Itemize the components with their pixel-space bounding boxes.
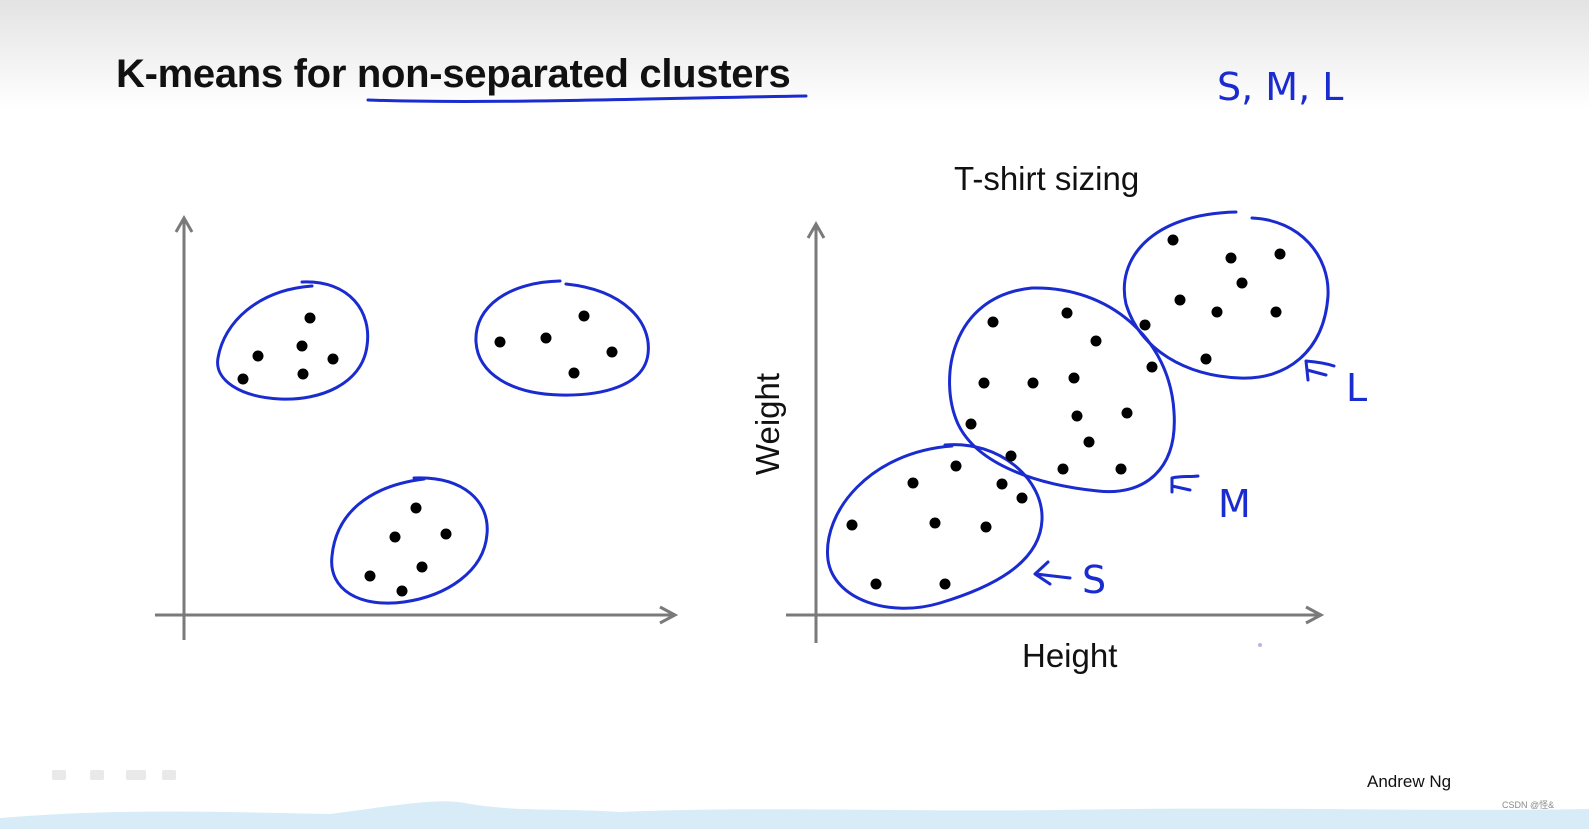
right-x-arrowhead: [1305, 605, 1325, 625]
tshirt-cluster-data-point: [1068, 372, 1080, 384]
tshirt-cluster-data-point: [1005, 450, 1017, 462]
right-y-arrowhead: [806, 220, 826, 239]
tshirt-cluster-data-point: [1016, 492, 1028, 504]
tshirt-cluster-data-point: [1083, 436, 1095, 448]
watermark: CSDN @怪&: [1502, 800, 1555, 810]
left-cluster-data-point: [568, 367, 580, 379]
tshirt-cluster-data-point: [978, 377, 990, 389]
left-cluster-data-point: [296, 340, 308, 352]
right-plot-caption: T-shirt sizing: [954, 160, 1140, 197]
title-underline: [366, 94, 808, 103]
tshirt-cluster-data-point: [1274, 248, 1286, 260]
right-plot-axes: [786, 220, 1325, 643]
tshirt-cluster-data-point: [1236, 277, 1248, 289]
left-cluster-data-point: [578, 310, 590, 322]
left-cluster-data-point: [410, 502, 422, 514]
left-cluster-data-point: [297, 368, 309, 380]
tshirt-cluster-data-point: [1174, 294, 1186, 306]
tshirt-cluster-data-point: [996, 478, 1008, 490]
author-credit: Andrew Ng: [1367, 772, 1452, 791]
handwritten-sizes-note: S, M, L: [1217, 65, 1343, 109]
left-cluster-data-point: [364, 570, 376, 582]
left-cluster-data-point: [416, 561, 428, 573]
left-cluster-data-point: [389, 531, 401, 543]
bottom-wave: [0, 801, 1589, 829]
arrow-to-medium: [1170, 474, 1200, 494]
label-medium: M: [1218, 482, 1251, 526]
tshirt-cluster-data-point: [907, 477, 919, 489]
left-cluster-data-point: [304, 312, 316, 324]
arrow-to-small: [1033, 560, 1072, 586]
tshirt-cluster-data-point: [929, 517, 941, 529]
slide-title: K-means for non-separated clusters: [116, 52, 791, 96]
tshirt-cluster-data-point: [1071, 410, 1083, 422]
left-cluster-outline: [474, 279, 650, 397]
left-cluster-data-point: [327, 353, 339, 365]
tshirt-cluster-data-point: [1167, 234, 1179, 246]
left-cluster-outline: [216, 280, 370, 401]
left-cluster-data-point: [252, 350, 264, 362]
tshirt-cluster-data-point: [870, 578, 882, 590]
tshirt-cluster-data-point: [1121, 407, 1133, 419]
video-controls-ghost: [52, 768, 192, 784]
left-cluster-data-point: [494, 336, 506, 348]
tshirt-cluster-data-point: [980, 521, 992, 533]
label-small: S: [1082, 558, 1106, 602]
tshirt-cluster-data-point: [965, 418, 977, 430]
label-large: L: [1346, 366, 1367, 410]
left-cluster-data-point: [440, 528, 452, 540]
left-plot-points: [237, 310, 618, 597]
left-plot-axes: [155, 214, 679, 640]
tshirt-cluster-data-point: [1115, 463, 1127, 475]
left-cluster-outlines: [216, 279, 650, 605]
tshirt-cluster-data-point: [939, 578, 951, 590]
cluster-outline-small: [826, 443, 1044, 610]
tshirt-cluster-data-point: [1200, 353, 1212, 365]
tshirt-cluster-data-point: [1211, 306, 1223, 318]
tshirt-cluster-data-point: [1146, 361, 1158, 373]
stray-dot: [1258, 643, 1262, 647]
tshirt-cluster-data-point: [846, 519, 858, 531]
tshirt-cluster-data-point: [1061, 307, 1073, 319]
left-cluster-data-point: [606, 346, 618, 358]
arrow-to-large: [1304, 359, 1336, 382]
left-cluster-data-point: [540, 332, 552, 344]
tshirt-cluster-data-point: [1270, 306, 1282, 318]
tshirt-cluster-data-point: [1139, 319, 1151, 331]
tshirt-cluster-data-point: [987, 316, 999, 328]
right-plot-points: [846, 234, 1286, 590]
left-y-arrowhead: [174, 214, 194, 233]
cluster-annotations: S M L: [1033, 359, 1367, 602]
left-cluster-data-point: [237, 373, 249, 385]
left-x-arrowhead: [659, 605, 679, 625]
tshirt-cluster-data-point: [1057, 463, 1069, 475]
header-gradient: [0, 0, 1589, 110]
left-cluster-data-point: [396, 585, 408, 597]
x-axis-label: Height: [1022, 637, 1118, 674]
tshirt-cluster-data-point: [950, 460, 962, 472]
left-cluster-outline: [330, 476, 489, 605]
cluster-outline-medium: [948, 286, 1176, 494]
tshirt-cluster-data-point: [1090, 335, 1102, 347]
right-cluster-outlines: [826, 210, 1330, 610]
cluster-outline-large: [1122, 210, 1330, 380]
tshirt-cluster-data-point: [1225, 252, 1237, 264]
tshirt-cluster-data-point: [1027, 377, 1039, 389]
